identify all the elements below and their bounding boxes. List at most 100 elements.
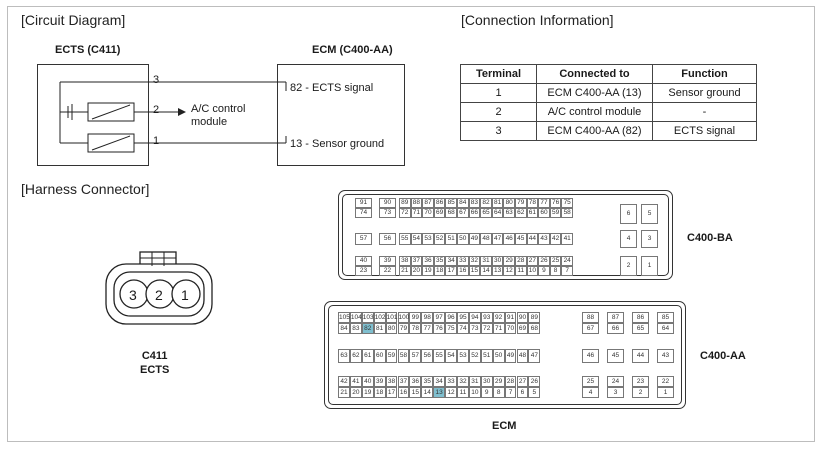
connector-pin: 75 <box>561 198 573 208</box>
connector-pin: 51 <box>445 233 457 245</box>
connection-table: Terminal Connected to Function 1 ECM C40… <box>460 64 757 141</box>
connector-pin: 63 <box>338 349 350 363</box>
connector-pin: 46 <box>503 233 515 245</box>
connector-pin: 16 <box>397 387 410 398</box>
connector-pin: 93 <box>480 312 493 323</box>
pin-1-label: 1 <box>153 135 160 147</box>
connector-pin: 25 <box>549 256 562 266</box>
connector-pin: 24 <box>561 256 573 266</box>
connector-pin: 5 <box>641 204 658 224</box>
c411-pin-2: 2 <box>155 287 163 303</box>
connector-pin: 21 <box>399 266 411 276</box>
connector-pin: 7 <box>561 266 573 276</box>
connector-pin: 91 <box>504 312 517 323</box>
connector-pin: 87 <box>422 198 434 208</box>
connector-pin: 32 <box>468 256 481 266</box>
connector-pin: 56 <box>421 349 434 363</box>
connector-pin: 48 <box>480 233 492 245</box>
connector-pin: 3 <box>607 387 624 398</box>
ecm-box <box>277 64 405 166</box>
table-header-row: Terminal Connected to Function <box>460 64 757 84</box>
connector-pin: 12 <box>503 266 515 276</box>
connector-pin: 68 <box>445 208 457 218</box>
connector-pin: 23 <box>355 266 372 276</box>
connector-pin: 78 <box>526 198 539 208</box>
c411-connector-drawing <box>105 251 213 325</box>
connector-pin: 101 <box>385 312 398 323</box>
connector-pin: 85 <box>657 312 674 323</box>
connector-pin: 83 <box>349 323 362 334</box>
connector-pin: 41 <box>349 376 362 387</box>
connector-pin: 65 <box>632 323 649 334</box>
connector-pin: 19 <box>422 266 434 276</box>
connector-pin: 31 <box>468 376 481 387</box>
connector-pin: 34 <box>445 256 457 266</box>
connector-pin: 70 <box>504 323 517 334</box>
connector-pin: 27 <box>516 376 529 387</box>
cell-connected-to: ECM C400-AA (82) <box>536 121 653 141</box>
ecm-pin-82-label: 82 - ECTS signal <box>290 82 374 94</box>
connector-pin: 30 <box>480 376 493 387</box>
connector-pin: 64 <box>491 208 504 218</box>
connector-pin: 16 <box>457 266 469 276</box>
connector-pin: 12 <box>445 387 457 398</box>
connector-pin: 37 <box>410 256 423 266</box>
connector-pin: 54 <box>445 349 457 363</box>
connector-pin: 17 <box>445 266 457 276</box>
connector-pin: 76 <box>433 323 446 334</box>
table-row: 1 ECM C400-AA (13) Sensor ground <box>460 83 757 103</box>
connector-pin: 7 <box>504 387 517 398</box>
connector-pin: 5 <box>528 387 541 398</box>
connector-pin: 65 <box>480 208 492 218</box>
connector-pin: 47 <box>528 349 541 363</box>
connector-pin: 81 <box>491 198 504 208</box>
connector-pin: 36 <box>409 376 422 387</box>
cell-function: ECTS signal <box>652 121 757 141</box>
connector-pin: 40 <box>355 256 372 266</box>
connector-pin: 103 <box>361 312 374 323</box>
connector-pin: 19 <box>361 387 374 398</box>
connector-pin: 55 <box>399 233 411 245</box>
connector-pin: 77 <box>421 323 434 334</box>
cell-connected-to: A/C control module <box>536 102 653 122</box>
connector-pin: 63 <box>503 208 515 218</box>
c400-aa-label: C400-AA <box>700 350 746 362</box>
connector-pin: 15 <box>409 387 422 398</box>
connector-pin: 69 <box>516 323 529 334</box>
connector-pin: 11 <box>457 387 469 398</box>
ac-module-label: A/C control module <box>191 103 246 128</box>
connector-pin: 22 <box>657 376 674 387</box>
c411-pin-3: 3 <box>129 287 137 303</box>
connector-pin: 10 <box>526 266 539 276</box>
connector-pin: 78 <box>409 323 422 334</box>
connector-pin: 59 <box>385 349 398 363</box>
connector-pin: 28 <box>504 376 517 387</box>
connector-pin: 98 <box>421 312 434 323</box>
connector-pin: 49 <box>468 233 481 245</box>
connector-pin: 87 <box>607 312 624 323</box>
connector-pin: 82 <box>480 198 492 208</box>
connector-pin: 57 <box>355 233 372 245</box>
connector-pin: 43 <box>657 349 674 363</box>
connector-pin: 26 <box>528 376 541 387</box>
connector-pin: 40 <box>361 376 374 387</box>
connector-pin: 17 <box>385 387 398 398</box>
connector-pin: 84 <box>457 198 469 208</box>
connector-pin: 29 <box>492 376 505 387</box>
connector-pin: 74 <box>457 323 469 334</box>
connector-pin: 8 <box>549 266 562 276</box>
connector-pin: 33 <box>457 256 469 266</box>
connector-pin: 61 <box>526 208 539 218</box>
connector-pin: 91 <box>355 198 372 208</box>
connector-pin: 104 <box>349 312 362 323</box>
table-row: 3 ECM C400-AA (82) ECTS signal <box>460 121 757 141</box>
connector-pin: 62 <box>349 349 362 363</box>
cell-function: Sensor ground <box>652 83 757 103</box>
connector-pin: 96 <box>445 312 457 323</box>
connector-pin: 25 <box>582 376 599 387</box>
ects-label: ECTS (C411) <box>55 44 121 56</box>
connector-pin: 73 <box>468 323 481 334</box>
connector-pin: 105 <box>338 312 350 323</box>
connector-pin: 13 <box>433 387 446 398</box>
connector-pin: 42 <box>549 233 562 245</box>
